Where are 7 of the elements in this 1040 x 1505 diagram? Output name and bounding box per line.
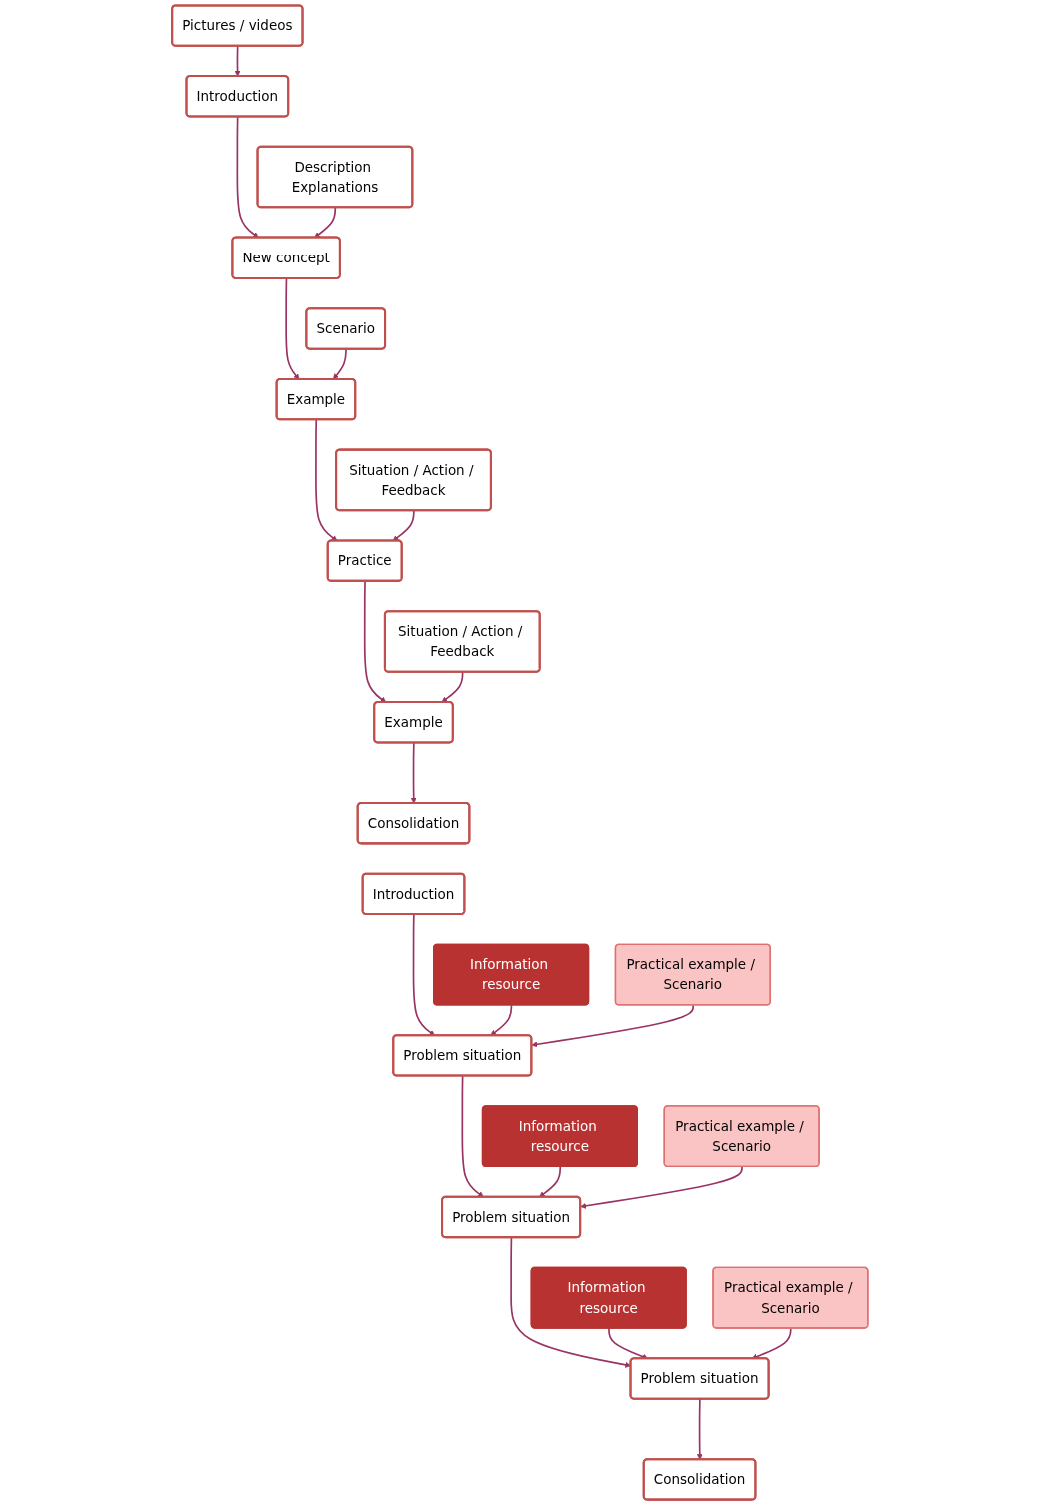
arrow: [441, 671, 464, 703]
arrow: [696, 1398, 703, 1460]
arrow: [531, 1004, 694, 1048]
arrow: [234, 45, 241, 77]
arrow: [490, 1004, 513, 1036]
arrow: [580, 1165, 743, 1209]
arrow: [363, 580, 387, 703]
